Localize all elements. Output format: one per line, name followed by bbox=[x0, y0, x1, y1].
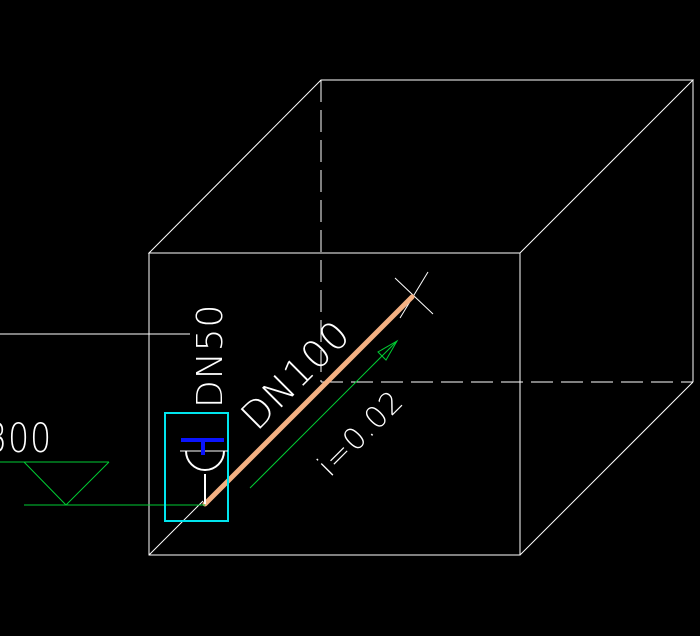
box-bottom-right-edge bbox=[519, 381, 694, 556]
slope-label: i=0.02 bbox=[311, 384, 411, 484]
elevation-label: 300 bbox=[0, 416, 52, 462]
pipe-branch-label: DN50 bbox=[190, 304, 231, 408]
floor-drain-frame[interactable] bbox=[164, 412, 229, 522]
floor-drain-symbol bbox=[180, 438, 228, 504]
pipe-main-label: DN100 bbox=[232, 312, 359, 439]
slope-arrow bbox=[249, 339, 399, 489]
box-wireframe bbox=[147, 79, 695, 556]
pipe-main-line bbox=[202, 294, 415, 507]
drain-trap-arc bbox=[185, 450, 225, 471]
elevation-symbol bbox=[0, 461, 205, 506]
box-top-face bbox=[147, 79, 695, 254]
box-bottom-left-edge bbox=[148, 500, 204, 556]
